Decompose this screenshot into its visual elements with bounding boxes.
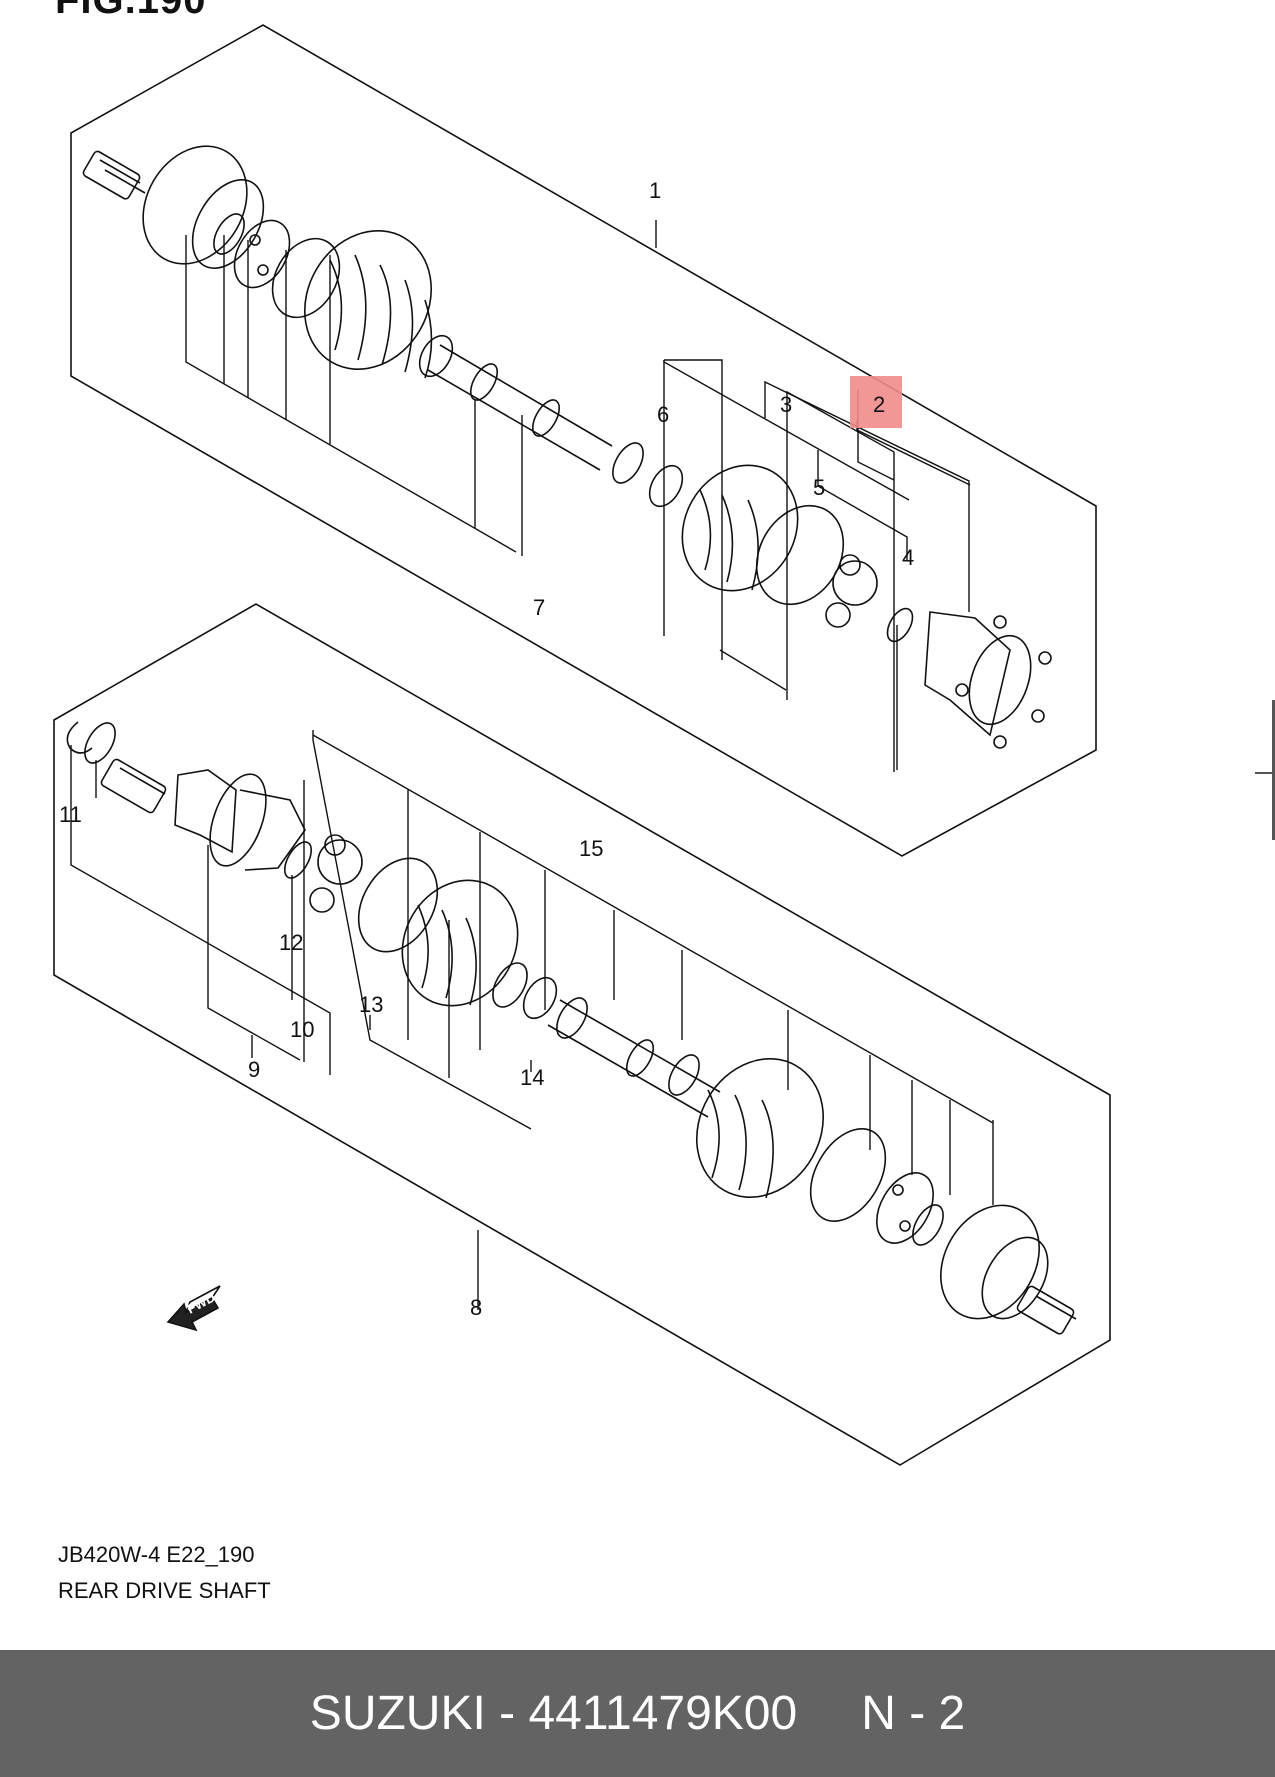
footer-bar: SUZUKI - 4411479K00 N - 2 (0, 1650, 1275, 1777)
callout-12: 12 (279, 930, 303, 955)
callout-1: 1 (649, 178, 661, 203)
lower-inner-boot-clamp-large (357, 857, 439, 953)
footer-page-label: N - 2 (861, 1687, 966, 1740)
footer-brand-part: SUZUKI - 4411479K00 (309, 1687, 798, 1740)
lower-inner-housing (174, 769, 306, 871)
callout-14: 14 (520, 1065, 544, 1090)
lower-outer-boot-clamp (809, 1128, 887, 1222)
upper-shaft-bar (427, 344, 644, 484)
upper-assembly-frame (70, 24, 1097, 857)
upper-outer-boot-clamp (271, 237, 341, 319)
callout-2: 2 (873, 392, 885, 417)
figure-code: JB420W-4 E22_190 (58, 1542, 255, 1567)
callout-8: 8 (470, 1295, 482, 1320)
upper-outer-boot (303, 230, 454, 379)
callout-6: 6 (657, 402, 669, 427)
callout-11: 11 (59, 802, 82, 827)
callout-13: 13 (359, 992, 383, 1017)
upper-inner-boot-clamp-small (648, 464, 684, 508)
upper-outer-cage (233, 219, 291, 289)
callout-7: 7 (533, 595, 545, 620)
highlight-part-2 (850, 376, 902, 428)
lower-inner-boot-clamp-small (522, 976, 558, 1020)
lower-inner-stub-shaft (100, 758, 167, 814)
upper-outer-stub-shaft (82, 150, 146, 200)
callout-4: 4 (902, 545, 914, 570)
lower-shaft-bar (547, 997, 721, 1118)
callout-9: 9 (248, 1057, 260, 1082)
upper-snap-ring (213, 213, 245, 255)
lower-assembly-frame (53, 603, 1111, 1466)
callout-5: 5 (813, 475, 825, 500)
lower-snap-ring (84, 722, 116, 764)
lower-outer-cv-housing (940, 1204, 1049, 1320)
lower-outer-stub-shaft (1016, 1285, 1077, 1335)
lower-outer-snap-ring (912, 1204, 944, 1246)
page-edge-tick (1255, 772, 1275, 774)
upper-tripod-joint (825, 554, 878, 628)
lower-outer-boot (695, 1058, 825, 1199)
page-edge-mark (1272, 700, 1275, 840)
lower-circlip (66, 721, 93, 754)
callout-10: 10 (290, 1017, 314, 1042)
exploded-parts-diagram: FWD 1 2 3 4 5 6 7 8 9 10 11 12 13 14 15 (53, 24, 1111, 1466)
lower-inner-boot (401, 879, 528, 1008)
lower-tripod-joint (309, 834, 363, 913)
upper-inner-boot (681, 464, 799, 592)
lower-leader-lines (70, 730, 994, 1310)
figure-name: REAR DRIVE SHAFT (58, 1578, 271, 1603)
callout-15: 15 (579, 836, 603, 861)
lower-outer-cage (876, 1172, 934, 1244)
upper-inner-circlip (886, 607, 914, 643)
upper-leader-lines (185, 220, 971, 772)
figure-title: FIG.190 (55, 0, 207, 22)
upper-inner-housing-flange (924, 611, 1052, 749)
upper-outer-cv-housing (142, 145, 265, 269)
callout-3: 3 (780, 392, 792, 417)
callout-labels: 1 2 3 4 5 6 7 8 9 10 11 12 13 14 15 (59, 178, 914, 1320)
lower-inner-circlip (283, 841, 313, 879)
fwd-arrow-icon: FWD (166, 1285, 221, 1332)
